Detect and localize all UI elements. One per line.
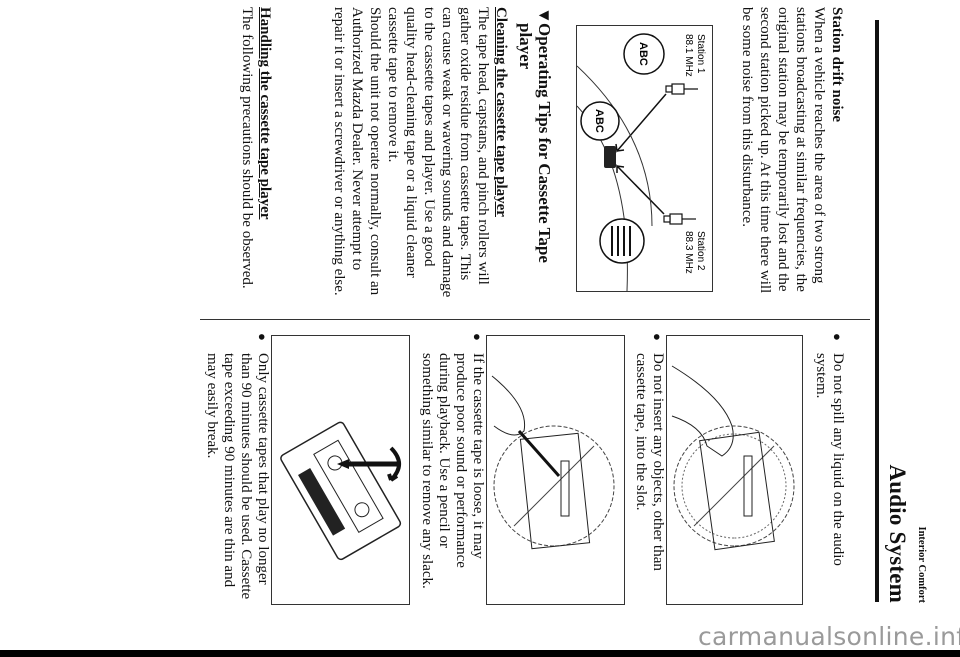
operating-tips-heading: ▼ Operating Tips for Cassette Tape playe…	[516, 7, 554, 299]
station2-freq: 88.3 MHz	[683, 231, 694, 274]
bullet-text: If the cassette tape is loose, it may pr…	[419, 353, 486, 589]
bullet-text: Only cassette tapes that play no longer …	[204, 353, 271, 600]
signal-arrow	[616, 164, 665, 215]
audio-unit-panel	[519, 432, 591, 550]
bullet-dot: ●	[830, 333, 845, 341]
no-objects-figure	[486, 335, 625, 605]
tape-slot	[560, 460, 570, 517]
antenna-tower-icon	[665, 83, 698, 95]
station1-freq: 88.1 MHz	[683, 34, 694, 77]
cassette-pencil-illustration	[280, 421, 402, 561]
signal-arrow	[615, 93, 667, 153]
pencil-tip	[337, 459, 349, 469]
audio-unit-pencil-illustration	[491, 375, 615, 550]
noise-bubble-icon	[599, 218, 645, 264]
prohibition-slash	[693, 445, 775, 527]
handling-heading: Handling the cassette tape player	[257, 7, 273, 220]
radio-stations-illustration: Station 1 88.1 MHz Station 2 88.3 MHz AB…	[577, 33, 706, 291]
page-title: Audio System	[885, 464, 910, 603]
bullet-text: Do not insert any objects, other than ca…	[633, 353, 666, 571]
bullet-dot: ●	[470, 333, 485, 341]
audio-unit-panel	[699, 431, 775, 551]
loose-tape-figure	[271, 335, 410, 605]
station2-label: Station 2	[695, 231, 706, 271]
bubble-clear-icon	[623, 33, 665, 75]
bubble1-text: ABC	[637, 42, 649, 66]
station1-label: Station 1	[695, 34, 706, 74]
cleaning-body-2: Should the unit not operate normally, co…	[331, 7, 383, 296]
bullet-item: ● Do not insert any objects, other than …	[632, 333, 666, 605]
column-divider	[200, 319, 870, 320]
bubble2-text: ABC	[593, 109, 605, 133]
car-icon	[604, 146, 616, 168]
cassette-icon	[280, 421, 402, 561]
bottom-bar	[0, 650, 960, 657]
prohibition-slash	[513, 445, 595, 527]
station-drift-body: When a vehicle reaches the area of two s…	[739, 7, 827, 294]
tape-slot	[743, 455, 753, 517]
bullet-item: ● Only cassette tapes that play no longe…	[203, 333, 271, 605]
rotate-arrow-icon	[387, 446, 401, 482]
operating-tips-title: Operating Tips for Cassette Tape player	[516, 23, 554, 263]
handling-body: The following precautions should be obse…	[239, 7, 255, 289]
bullet-dot: ●	[255, 333, 270, 341]
watermark: carmanualsonline.info	[698, 622, 960, 651]
section-label: Interior Comfort	[916, 526, 927, 604]
hand-icon	[671, 365, 734, 457]
cleaning-section: Cleaning the cassette tape player The ta…	[330, 7, 510, 299]
handling-section: Handling the cassette tape player The fo…	[238, 7, 274, 299]
header-rule	[875, 20, 879, 602]
bullet-dot: ●	[650, 333, 665, 341]
prohibition-inner-circle	[681, 433, 787, 539]
bullet-text: Do not spill any liquid on the audio sys…	[813, 353, 846, 566]
hand-icon	[491, 375, 526, 436]
station-drift-section: Station drift noise When a vehicle reach…	[738, 7, 846, 299]
cleaning-body-1: The tape head, capstans, and pinch rolle…	[385, 7, 491, 298]
noise-lines	[611, 226, 631, 256]
bullet-item: ● Do not spill any liquid on the audio s…	[812, 333, 846, 605]
bubble-noise-icon	[580, 101, 620, 141]
antenna-tower-icon	[663, 213, 696, 225]
prohibition-circle-icon	[673, 425, 795, 547]
bullet-item: ● If the cassette tape is loose, it may …	[418, 333, 486, 605]
audio-unit-liquid-illustration	[671, 365, 795, 551]
station-drift-heading: Station drift noise	[829, 7, 845, 123]
no-liquid-figure	[666, 335, 803, 605]
pencil-icon	[517, 430, 561, 477]
station-drift-figure: Station 1 88.1 MHz Station 2 88.3 MHz AB…	[576, 25, 713, 292]
road-line	[577, 65, 653, 227]
triangle-marker-icon: ▼	[535, 7, 554, 24]
cleaning-heading: Cleaning the cassette tape player	[493, 7, 509, 217]
